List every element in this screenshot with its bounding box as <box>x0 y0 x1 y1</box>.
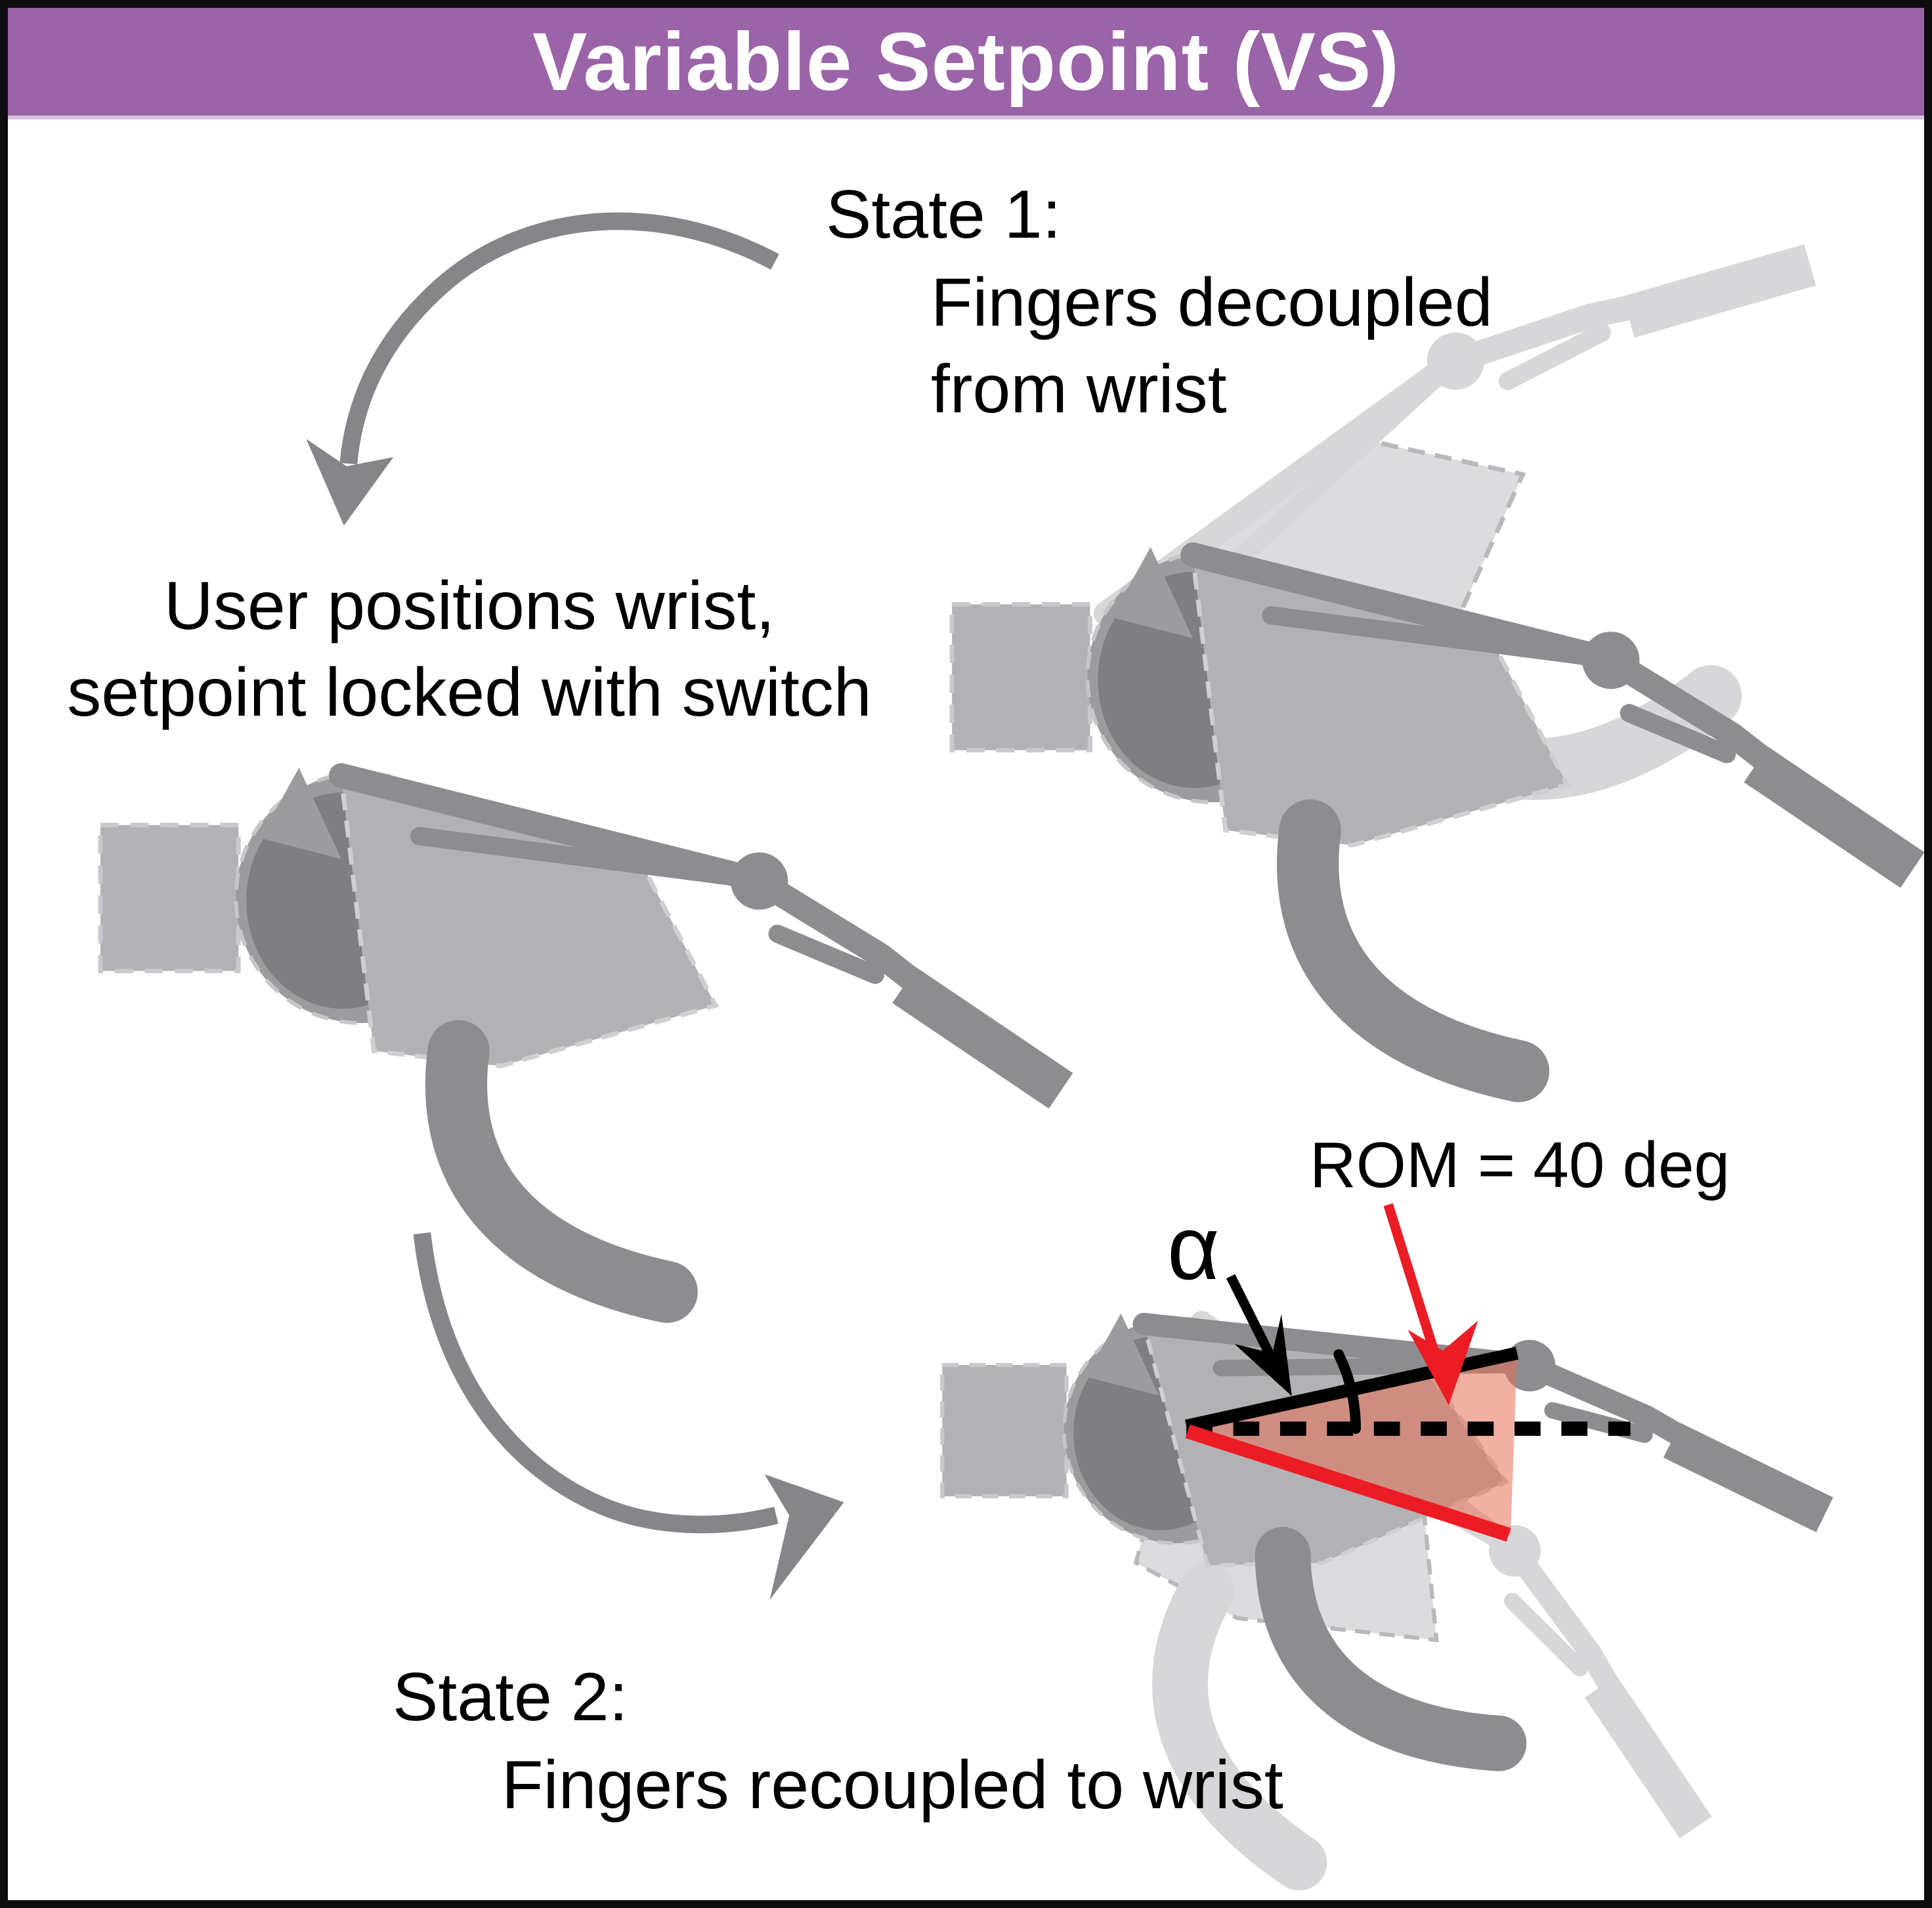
red-arrow-icon <box>1383 1203 1478 1406</box>
state2-heading: State 2: <box>393 1659 628 1735</box>
state1-heading: State 1: <box>826 177 1062 253</box>
state1-line1: Fingers decoupled <box>931 265 1493 341</box>
panel-title: Variable Setpoint (VS) <box>532 16 1400 108</box>
rom-label: ROM = 40 deg <box>1310 1129 1730 1201</box>
rom-wedge <box>1186 1353 1518 1535</box>
solid-fingers <box>341 775 1073 1292</box>
alpha-label: α <box>1167 1198 1220 1299</box>
angle-arc <box>1333 1349 1361 1434</box>
user-caption-line2: setpoint locked with switch <box>67 655 872 731</box>
hand-illustration-state1 <box>952 53 1924 1072</box>
state2-line1: Fingers recoupled to wrist <box>502 1747 1283 1823</box>
state1-line2: from wrist <box>931 351 1227 427</box>
diagram-canvas <box>8 53 1924 1900</box>
solid-fingers <box>1193 555 1924 1072</box>
rom-lower-line <box>1185 1424 1511 1542</box>
user-caption-line1: User positions wrist, <box>163 568 775 644</box>
hand-illustration-locked <box>100 768 1073 1292</box>
curved-arrow-right-icon <box>413 1232 844 1600</box>
curved-arrow-down-left-icon <box>306 212 779 526</box>
panel-header: Variable Setpoint (VS) <box>8 8 1924 119</box>
black-arrow-icon <box>1226 1274 1292 1397</box>
